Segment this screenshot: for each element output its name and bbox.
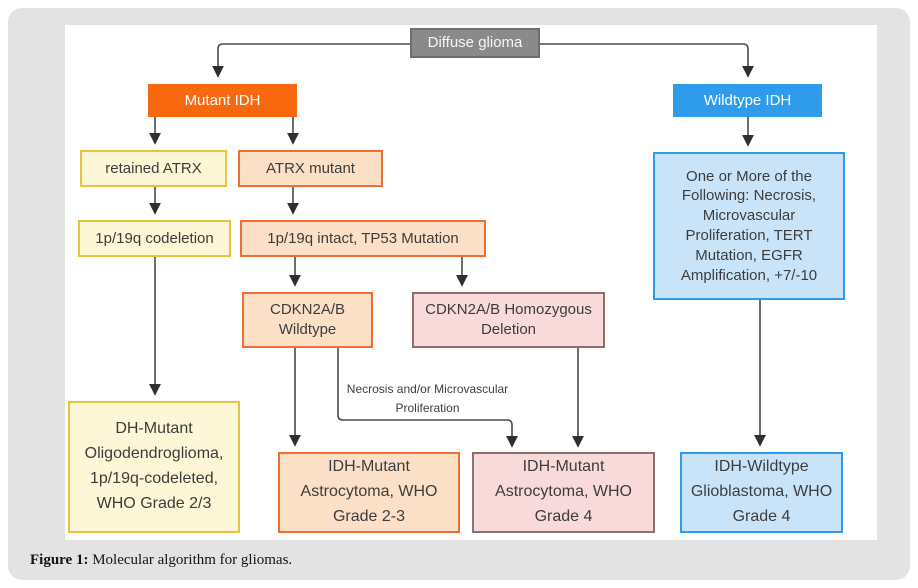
figure-caption-label: Figure 1: [30, 552, 89, 568]
node-astrocytoma-grade4: IDH-Mutant Astrocytoma, WHO Grade 4 [472, 452, 655, 533]
node-1p19q-intact-tp53: 1p/19q intact, TP53 Mutation [240, 220, 486, 257]
node-wildtype-idh: Wildtype IDH [673, 84, 822, 117]
edge-label-necrosis: Necrosis and/or Microvascular Proliferat… [346, 382, 509, 416]
node-astrocytoma-grade23: IDH-Mutant Astrocytoma, WHO Grade 2-3 [278, 452, 460, 533]
node-mutant-idh: Mutant IDH [148, 84, 297, 117]
node-1p19q-codeletion: 1p/19q codeletion [78, 220, 231, 257]
node-cdkn2ab-homozygous-deletion: CDKN2A/B Homozygous Deletion [412, 292, 605, 348]
node-glioblastoma: IDH-Wildtype Glioblastoma, WHO Grade 4 [680, 452, 843, 533]
node-atrx-mutant: ATRX mutant [238, 150, 383, 187]
figure-caption: Figure 1: Molecular algorithm for glioma… [30, 552, 292, 569]
node-cdkn2ab-wildtype: CDKN2A/B Wildtype [242, 292, 373, 348]
node-oligodendroglioma: DH-Mutant Oligodendroglioma, 1p/19q-code… [68, 401, 240, 533]
figure-caption-text: Molecular algorithm for gliomas. [88, 552, 293, 568]
node-wildtype-criteria: One or More of the Following: Necrosis, … [653, 152, 845, 300]
node-retained-atrx: retained ATRX [80, 150, 227, 187]
node-diffuse-glioma: Diffuse glioma [410, 28, 540, 58]
